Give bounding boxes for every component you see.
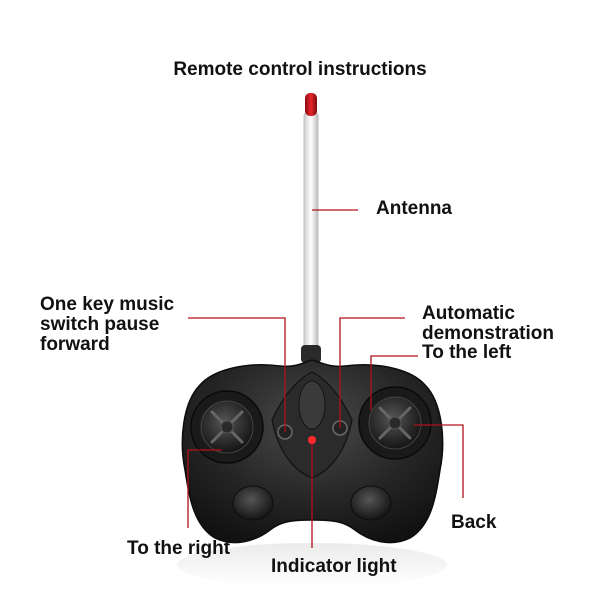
label-antenna: Antenna xyxy=(376,198,452,219)
right-joystick xyxy=(358,386,432,460)
label-automatic-demonstration: Automatic demonstration xyxy=(422,304,554,344)
floor-reflection xyxy=(177,543,447,587)
controller-body xyxy=(181,359,444,544)
diagram-title: Remote control instructions xyxy=(173,59,427,80)
label-music-line1: One key music xyxy=(40,294,175,315)
label-indicator-light: Indicator light xyxy=(271,556,397,577)
indicator-light xyxy=(308,436,316,444)
leader-left xyxy=(370,355,418,410)
label-auto-line2: demonstration xyxy=(422,323,554,344)
label-auto-line1: Automatic xyxy=(422,303,515,324)
label-back: Back xyxy=(451,512,497,533)
label-music-switch: One key music switch pause forward xyxy=(40,295,174,355)
leader-demo xyxy=(339,317,405,428)
center-dome xyxy=(298,380,326,430)
antenna-tip xyxy=(305,93,317,116)
left-grip-bump xyxy=(232,485,274,521)
label-to-the-left: To the left xyxy=(422,342,512,363)
leader-music xyxy=(188,317,286,432)
antenna xyxy=(301,93,321,363)
label-music-line3: forward xyxy=(40,334,110,355)
leader-lines xyxy=(187,209,464,548)
label-to-the-right: To the right xyxy=(127,538,231,559)
right-grip-bump xyxy=(350,485,392,521)
leader-back xyxy=(414,424,464,498)
leader-right xyxy=(187,449,222,528)
label-music-line2: switch pause xyxy=(40,314,160,335)
left-joystick xyxy=(190,390,264,464)
